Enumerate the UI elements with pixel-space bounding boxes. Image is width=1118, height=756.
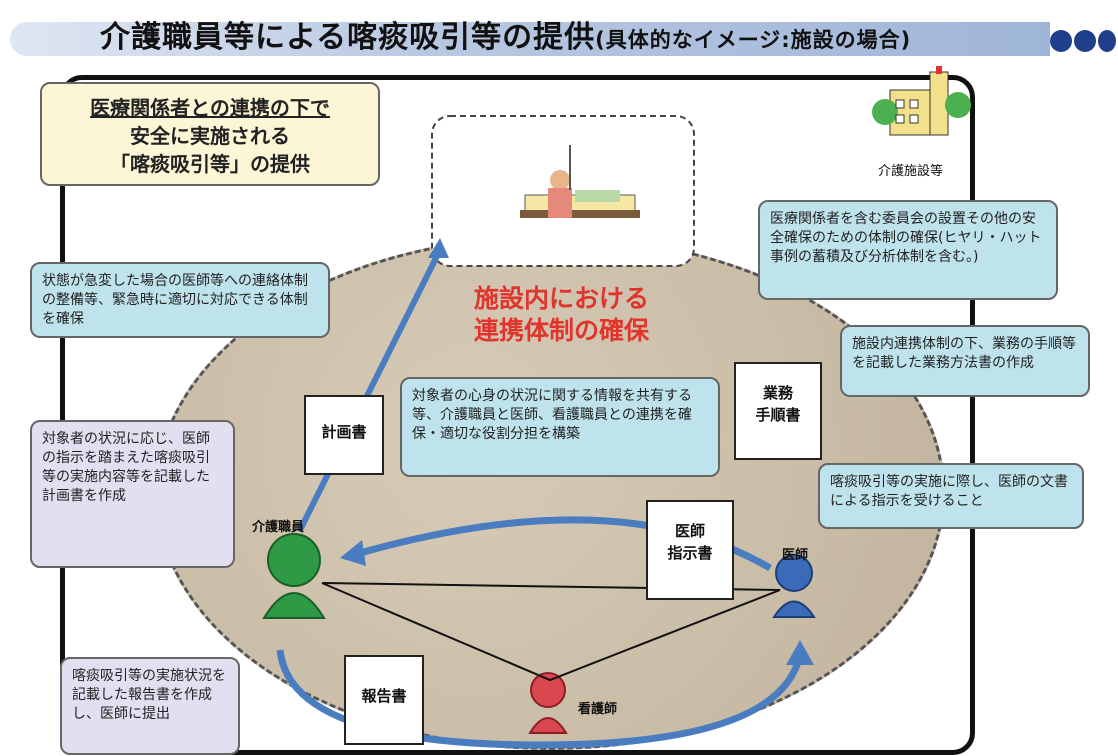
arrow-worker-to-care (297, 248, 443, 532)
callout-safe-line2: 安全に実施される (130, 124, 290, 148)
arrow-worker-to-doctor (276, 649, 804, 749)
center-heading-line1: 施設内における (474, 284, 650, 313)
center-heading: 施設内における 連携体制の確保 (474, 283, 649, 347)
center-heading-line2: 連携体制の確保 (474, 316, 650, 345)
nurse-label: 看護師 (578, 702, 618, 717)
title-text: 介護職員等による喀痰吸引等の提供 (100, 20, 596, 55)
callout-emergency: 状態が急変した場合の医師等への連絡体制の整備等、緊急時に適切に対応できる体制を確… (30, 262, 330, 338)
callout-safe-line3: 「喀痰吸引等」の提供 (110, 152, 310, 176)
callout-manual: 施設内連携体制の下、業務の手順等を記載した業務方法書の作成 (840, 325, 1090, 397)
caregiver-bed-illustration (520, 145, 640, 218)
doc-manual-line1: 業務 (762, 384, 793, 402)
triangle-link (321, 582, 781, 682)
facility-label: 介護施設等 (878, 164, 944, 179)
callout-report: 喀痰吸引等の実施状況を記載した報告書を作成し、医師に提出 (60, 657, 240, 755)
callout-plan: 対象者の状況に応じ、医師の指示を踏まえた喀痰吸引等の実施内容等を記載した計画書を… (30, 420, 235, 568)
doc-instruction-line1: 医師 (674, 522, 705, 540)
page-title: 介護職員等による喀痰吸引等の提供(具体的なイメージ:施設の場合) (100, 12, 911, 56)
care-worker-figure (262, 533, 326, 619)
doc-instruction: 医師 指示書 (646, 500, 734, 600)
decor-dot-2 (1074, 30, 1096, 52)
callout-instruction: 喀痰吸引等の実施に際し、医師の文書による指示を受けること (818, 463, 1084, 529)
decor-dot-1 (1050, 30, 1072, 52)
callout-info-share: 対象者の心身の状況に関する情報を共有する等、介護職員と医師、看護職員との連携を確… (400, 377, 720, 477)
callout-committee: 医療関係者を含む委員会の設置その他の安全確保のための体制の確保(ヒヤリ・ハット事… (758, 200, 1058, 300)
doctor-label: 医師 (782, 548, 809, 563)
facility-building-icon (872, 66, 971, 136)
callout-safe-provision: 医療関係者との連携の下で 安全に実施される 「喀痰吸引等」の提供 (40, 82, 380, 186)
doc-report: 報告書 (344, 655, 424, 745)
subtitle-text: (具体的なイメージ:施設の場合) (595, 28, 912, 52)
care-worker-label: 介護職員 (252, 520, 305, 535)
callout-safe-line1: 医療関係者との連携の下で (90, 96, 330, 120)
doc-manual-line2: 手順書 (755, 406, 801, 424)
doc-plan: 計画書 (304, 395, 384, 475)
doc-manual: 業務 手順書 (734, 362, 822, 460)
doctor-figure (772, 554, 816, 618)
nurse-figure (528, 672, 568, 734)
decor-dot-3 (1098, 30, 1116, 52)
doc-instruction-line2: 指示書 (667, 544, 713, 562)
title-bar (10, 22, 1050, 56)
